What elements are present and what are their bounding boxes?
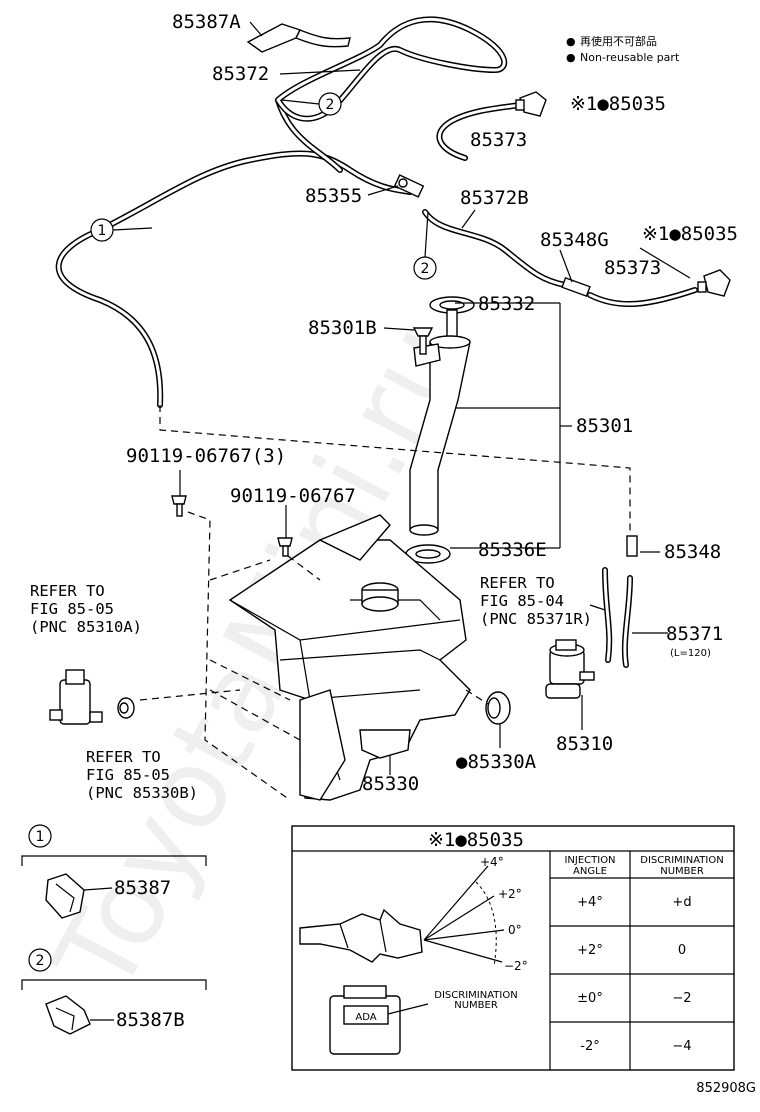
label-85348: 85348: [664, 541, 721, 563]
detail-2: 2 85387B: [21, 948, 207, 1035]
nozzle-angle-table: ※1●85035 INJECTION ANGLE DISCRIMINATION …: [291, 825, 735, 1071]
label-85301: 85301: [576, 415, 633, 437]
nozzle-side-view: +4° +2° 0° −2°: [299, 855, 528, 973]
pump-85310A: [49, 669, 103, 725]
legend: ● 再使用不可部品 ● Non-reusable part: [566, 34, 680, 64]
fan-zero: 0°: [508, 923, 522, 937]
label-85371: 85371: [666, 623, 723, 645]
disc-label-1: DISCRIMINATION: [434, 990, 517, 1001]
nozzle-marking-view: ADA DISCRIMINATION NUMBER: [329, 985, 518, 1055]
hose-85373a: [436, 102, 523, 161]
callout-1: 1: [90, 218, 153, 242]
col-disc-2: NUMBER: [660, 866, 704, 877]
svg-text:(PNC 85371R): (PNC 85371R): [480, 610, 592, 628]
grommet-85330B: [117, 697, 135, 719]
label-85332: 85332: [478, 293, 535, 315]
label-85310: 85310: [556, 733, 613, 755]
disc-label-2: NUMBER: [454, 1000, 498, 1011]
label-85336E: 85336E: [478, 539, 547, 561]
label-85330: 85330: [362, 773, 419, 795]
svg-text:FIG 85-05: FIG 85-05: [30, 600, 114, 618]
pump-85310: [545, 639, 595, 699]
svg-text:REFER TO: REFER TO: [30, 582, 105, 600]
callout-2a: 2: [281, 92, 342, 116]
label-85372B: 85372B: [460, 187, 529, 209]
label-85301B: 85301B: [308, 317, 377, 339]
fan-minus2: −2°: [504, 959, 528, 973]
joint-85355: [393, 174, 425, 198]
row-3-angle: ±0°: [577, 991, 603, 1006]
drawing-number: 852908G: [696, 1081, 756, 1096]
screw-90119-06767: [277, 537, 293, 557]
col-angle-2: ANGLE: [573, 866, 607, 877]
label-90119-06767: 90119-06767: [230, 485, 356, 507]
ref-85310A: REFER TO FIG 85-05 (PNC 85310A): [30, 582, 142, 636]
hose-85372B: [422, 209, 568, 288]
label-85387A: 85387A: [172, 11, 241, 33]
svg-text:1: 1: [98, 223, 107, 239]
check-valve-85348G: [561, 276, 591, 298]
svg-text:FIG 85-04: FIG 85-04: [480, 592, 564, 610]
svg-text:1: 1: [36, 829, 45, 845]
svg-text:FIG 85-05: FIG 85-05: [86, 766, 170, 784]
ref-85330B: REFER TO FIG 85-05 (PNC 85330B): [86, 748, 198, 802]
fan-plus4: +4°: [480, 855, 504, 869]
row-1-angle: +4°: [577, 895, 603, 910]
label-85035-top: ※1●85035: [570, 93, 666, 115]
label-85355: 85355: [305, 185, 362, 207]
nozzle-85035-right: [697, 269, 731, 297]
fan-plus2: +2°: [498, 887, 522, 901]
label-85373-right: 85373: [604, 257, 661, 279]
washer-tank-85330: [228, 514, 471, 801]
svg-text:2: 2: [36, 953, 45, 969]
filler-pipe-85301: [409, 296, 475, 536]
svg-text:2: 2: [326, 97, 335, 113]
row-4-disc: −4: [672, 1039, 691, 1054]
svg-text:(PNC 85330B): (PNC 85330B): [86, 784, 198, 802]
legend-symbol-2: ●: [566, 51, 576, 64]
grommet-85330A: [485, 691, 511, 725]
assembly-lines: [139, 405, 631, 801]
row-2-angle: +2°: [577, 943, 603, 958]
bolt-85301B: [412, 327, 434, 355]
hose-85371: [602, 567, 633, 668]
col-disc-1: DISCRIMINATION: [640, 855, 723, 866]
label-85373-top: 85373: [470, 129, 527, 151]
label-85387: 85387: [114, 877, 171, 899]
leader-lines: [179, 21, 691, 775]
label-85330A: ●85330A: [456, 751, 537, 773]
row-1-disc: +d: [672, 895, 691, 910]
svg-text:REFER TO: REFER TO: [480, 574, 555, 592]
legend-text-jp: 再使用不可部品: [580, 34, 657, 48]
nozzle-85035-top: [515, 91, 547, 117]
part-labels: 85387A 85372 ※1●85035 85373 85355 85372B…: [126, 11, 738, 795]
label-85372: 85372: [212, 63, 269, 85]
table-title: ※1●85035: [428, 829, 524, 851]
row-4-angle: -2°: [580, 1039, 599, 1054]
clip-85387A: [246, 23, 351, 53]
check-valve-85348: [626, 535, 638, 557]
col-angle-1: INJECTION: [564, 855, 615, 866]
detail-1: 1 85387: [21, 824, 207, 919]
callout-2b: 2: [413, 211, 437, 280]
grommet-85336E: [405, 544, 451, 564]
svg-text:REFER TO: REFER TO: [86, 748, 161, 766]
hose-85373b: [587, 287, 698, 307]
legend-text-en: Non-reusable part: [580, 51, 680, 64]
label-90119-06767-3: 90119-06767(3): [126, 445, 286, 467]
row-2-disc: 0: [678, 943, 686, 958]
label-85035-right: ※1●85035: [642, 223, 738, 245]
discrimination-marking: ADA: [355, 1012, 376, 1023]
label-85387B: 85387B: [116, 1009, 185, 1031]
row-3-disc: −2: [672, 991, 691, 1006]
legend-symbol-1: ●: [566, 35, 576, 48]
screw-90119-06767-3: [171, 495, 187, 517]
ref-85371R: REFER TO FIG 85-04 (PNC 85371R): [480, 574, 592, 628]
svg-text:2: 2: [421, 261, 430, 277]
label-85348G: 85348G: [540, 229, 609, 251]
svg-text:(PNC 85310A): (PNC 85310A): [30, 618, 142, 636]
label-85371-length: (L=120): [670, 648, 711, 659]
